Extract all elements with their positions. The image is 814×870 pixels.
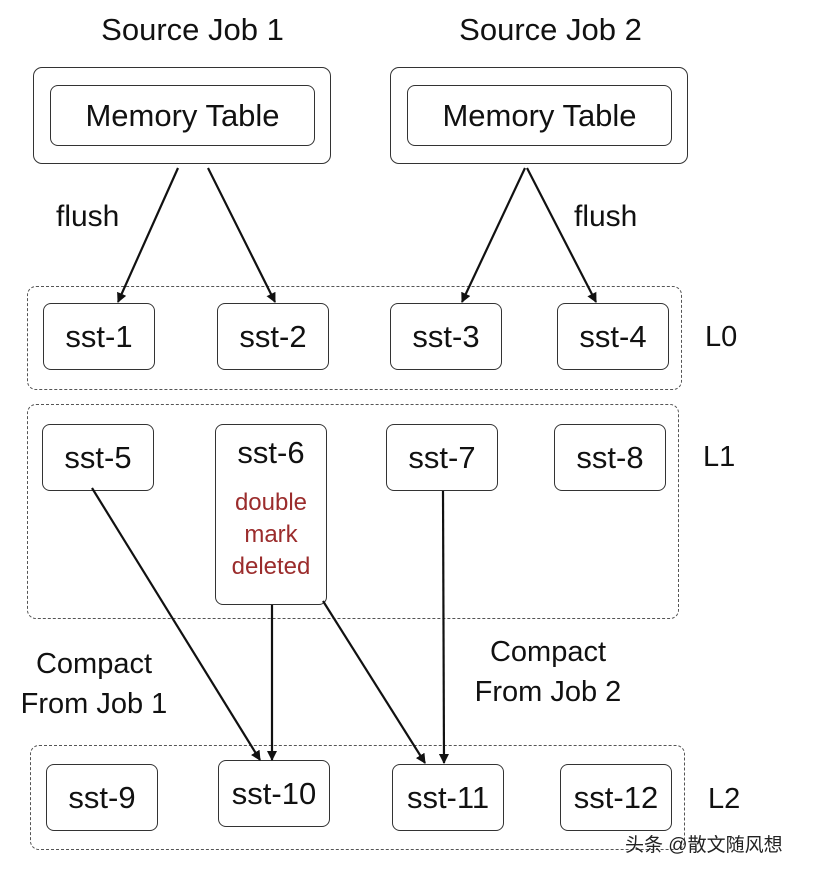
note-line-1: double [234, 489, 308, 516]
job-2-container: Memory Table [390, 67, 688, 164]
job-1-container: Memory Table [33, 67, 331, 164]
note-line-3: deleted [231, 553, 311, 580]
sst-9-box: sst-9 [46, 764, 158, 831]
sst-10-box: sst-10 [218, 760, 330, 827]
compact-2-line-1: Compact [489, 636, 607, 668]
compact-label-job-2: Compact From Job 2 [458, 632, 638, 712]
flush-label-job-1: flush [56, 200, 120, 233]
sst-7-box: sst-7 [386, 424, 498, 491]
compact-arrow-sst7-sst11 [438, 490, 449, 764]
sst-3-box: sst-3 [390, 303, 502, 370]
sst-6-box: sst-6 double mark deleted [215, 424, 327, 605]
sst-5-box: sst-5 [42, 424, 154, 491]
level-l2-label: L2 [708, 783, 741, 815]
sst-6-status-note: double mark deleted [232, 487, 311, 583]
job-2-title: Source Job 2 [459, 12, 642, 47]
compact-arrow-sst6-sst11 [322, 600, 426, 764]
level-l1-label: L1 [703, 441, 736, 473]
flush-arrow-job1-sst2 [207, 167, 276, 303]
note-line-2: mark [244, 521, 298, 548]
compact-arrow-sst5-sst10 [91, 487, 261, 761]
level-l1-group [27, 404, 679, 619]
compact-1-line-1: Compact [35, 648, 153, 680]
sst-2-box: sst-2 [217, 303, 329, 370]
compact-label-job-1: Compact From Job 1 [5, 644, 183, 724]
flush-arrow-job1-sst1 [116, 167, 180, 303]
watermark: 头条 @散文随风想 [625, 835, 783, 856]
sst-1-box: sst-1 [43, 303, 155, 370]
sst-8-box: sst-8 [554, 424, 666, 491]
level-l0-label: L0 [705, 321, 738, 353]
flush-arrow-job2-sst4 [526, 167, 597, 303]
sst-11-box: sst-11 [392, 764, 504, 831]
flush-label-job-2: flush [574, 200, 638, 233]
level-l0-group [27, 286, 682, 390]
sst-6-label: sst-6 [237, 435, 305, 470]
sst-4-box: sst-4 [557, 303, 669, 370]
sst-12-box: sst-12 [560, 764, 672, 831]
level-l2-group [30, 745, 685, 850]
job-2-memory-table: Memory Table [407, 85, 672, 146]
compact-2-line-2: From Job 2 [474, 676, 622, 708]
flush-arrow-job2-sst3 [461, 167, 526, 303]
job-1-title: Source Job 1 [101, 12, 284, 47]
compact-1-line-2: From Job 1 [20, 688, 168, 720]
job-1-memory-table: Memory Table [50, 85, 315, 146]
